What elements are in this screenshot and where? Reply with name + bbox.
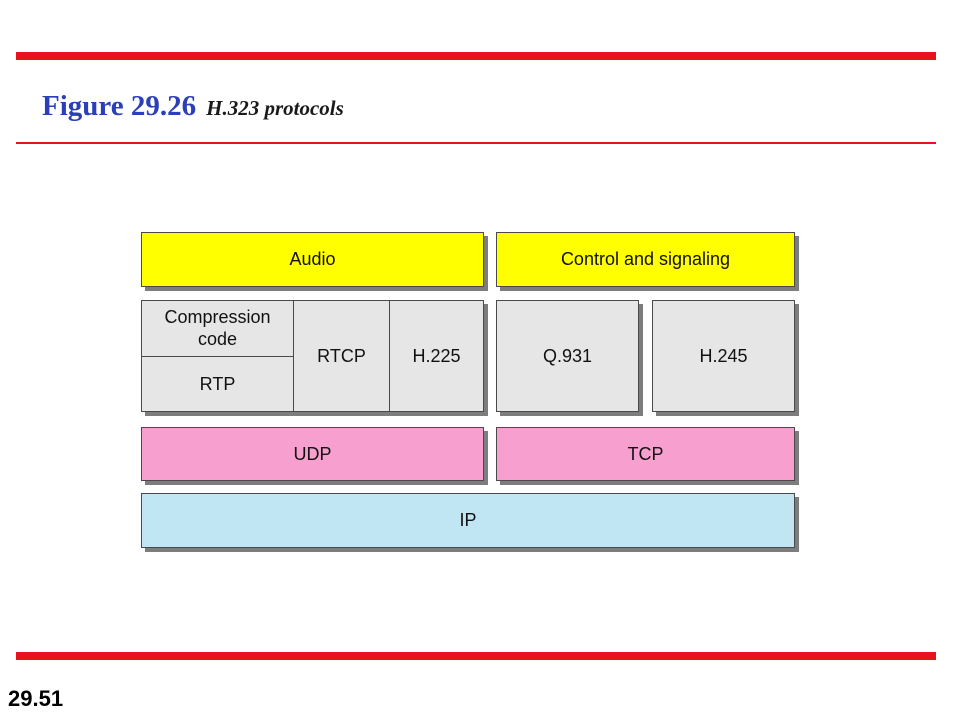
rtcp-label: RTCP [317, 345, 366, 366]
top-rule [16, 52, 936, 60]
ip-box: IP [141, 493, 795, 548]
tcp-box: TCP [496, 427, 795, 481]
rtcp-cell: RTCP [293, 301, 389, 411]
h245-label: H.245 [699, 345, 748, 366]
figure-caption: H.323 protocols [206, 96, 344, 120]
compression-code-label: Compression code [164, 306, 271, 350]
h225-label: H.225 [412, 345, 461, 366]
ip-label: IP [459, 510, 477, 531]
compression-rtp-column: Compression code RTP [142, 301, 293, 411]
slide-number: 29.51 [8, 686, 64, 711]
rtp-label: RTP [199, 373, 236, 394]
tcp-label: TCP [627, 443, 664, 464]
q931-box: Q.931 [496, 300, 639, 412]
title-underline [16, 142, 936, 144]
udp-label: UDP [293, 443, 332, 464]
figure-title: Figure 29.26 H.323 protocols [42, 86, 344, 123]
h225-cell: H.225 [389, 301, 483, 411]
bottom-rule [16, 652, 936, 660]
control-signaling-box: Control and signaling [496, 232, 795, 287]
media-protocols-box: Compression code RTP RTCP H.225 [141, 300, 484, 412]
audio-box: Audio [141, 232, 484, 287]
control-signaling-label: Control and signaling [560, 249, 731, 270]
audio-label: Audio [289, 249, 336, 270]
figure-number: Figure 29.26 [42, 90, 197, 122]
udp-box: UDP [141, 427, 484, 481]
rtp-cell: RTP [142, 355, 293, 412]
q931-label: Q.931 [542, 345, 593, 366]
compression-code-cell: Compression code [142, 301, 293, 356]
h245-box: H.245 [652, 300, 795, 412]
